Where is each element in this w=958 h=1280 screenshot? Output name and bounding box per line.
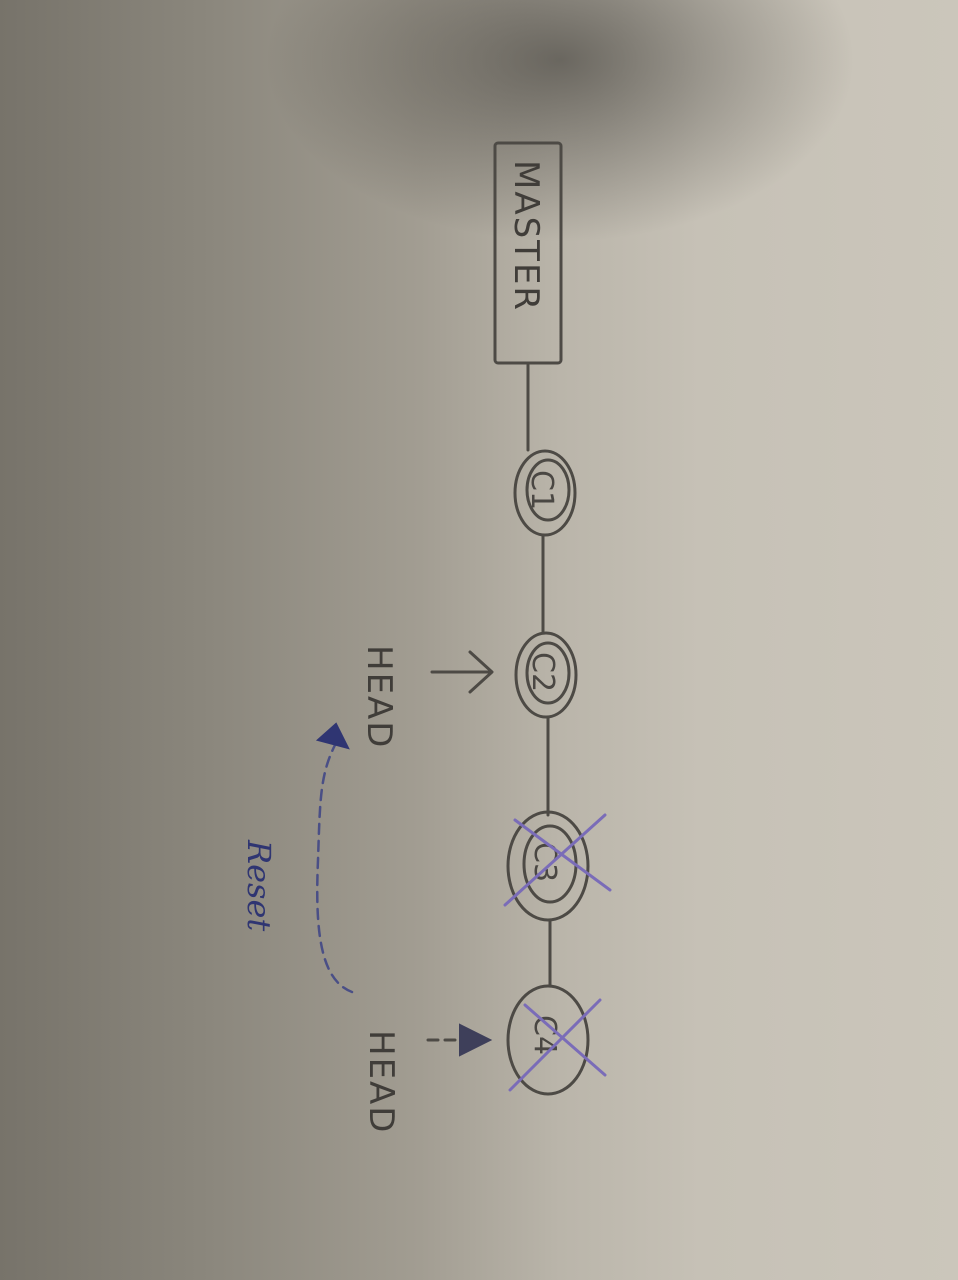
strike-c3-b <box>513 818 612 892</box>
head-current-label: HEAD <box>359 645 399 750</box>
commit-node-c3: C3 <box>503 810 612 922</box>
commit-node-c4: C4 <box>506 984 607 1096</box>
head-current-arrow <box>430 650 494 694</box>
head-previous-arrow <box>426 1023 493 1057</box>
commit-node-c2: C2 <box>514 631 578 719</box>
commit-node-c1: C1 <box>513 449 577 537</box>
commit-label-c2: C2 <box>525 652 560 692</box>
commit-label-c3: C3 <box>527 842 562 882</box>
master-branch-label: MASTER <box>506 160 546 312</box>
reset-arrow <box>315 722 354 994</box>
reset-label: Reset <box>240 839 278 931</box>
strike-c3-a <box>503 813 607 907</box>
head-previous-label: HEAD <box>361 1030 401 1135</box>
strike-c4-a <box>508 998 602 1092</box>
strike-c4-b <box>523 1003 607 1077</box>
commit-label-c1: C1 <box>524 470 559 510</box>
master-branch-box <box>493 141 563 365</box>
